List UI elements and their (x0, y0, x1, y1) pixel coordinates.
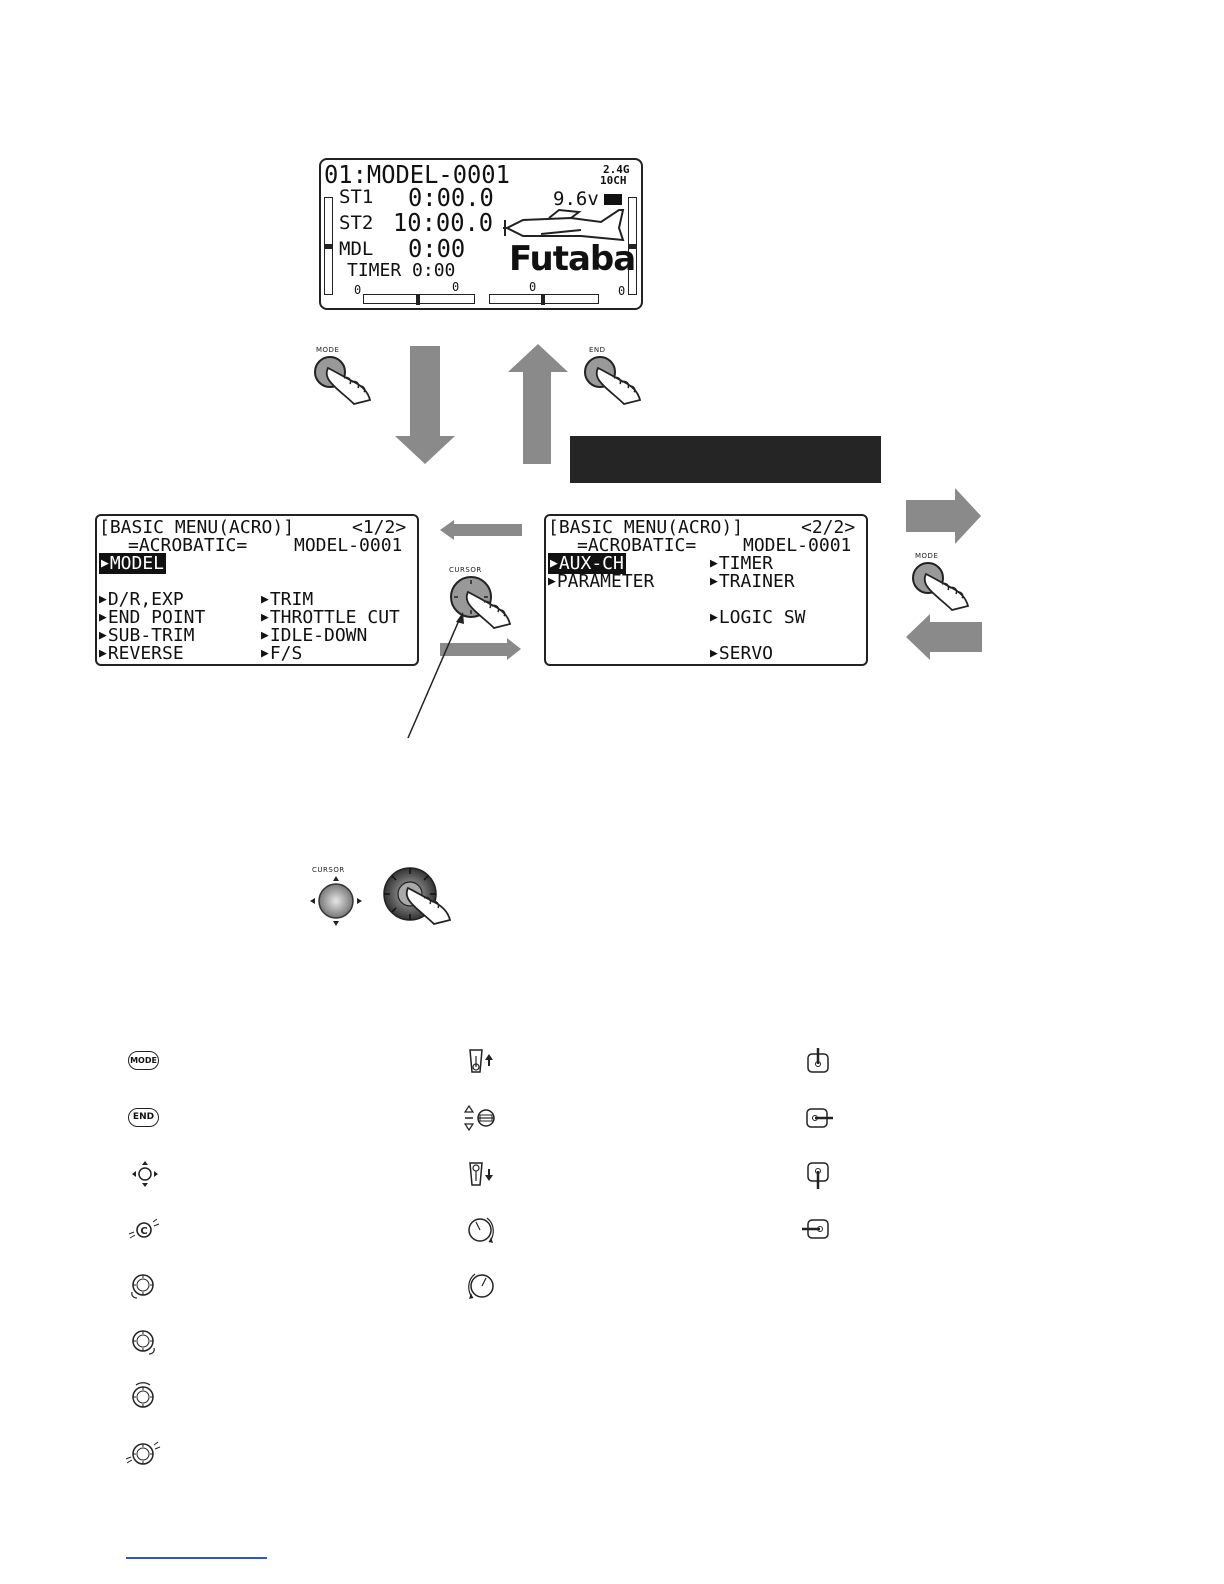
cursor-press-icon: C (128, 1218, 160, 1239)
page-left-arrow-head (440, 520, 454, 540)
knob-cw-icon (468, 1217, 494, 1243)
menu1-title: [BASIC MENU(ACRO)] (99, 517, 295, 538)
menu1-item-sub-trim[interactable]: SUB-TRIM (99, 627, 195, 645)
left-trim-bar (324, 197, 333, 295)
battery-icon (604, 194, 622, 205)
up-arrow-shaft (523, 372, 551, 464)
model-line: 01:MODEL-0001 (324, 160, 510, 189)
brand-logo: Futaba (509, 239, 636, 279)
menu1-model-name: MODEL-0001 (294, 535, 403, 556)
stick-right-icon (806, 1108, 833, 1128)
menu2-item-timer[interactable]: TIMER (710, 555, 773, 573)
trim-bar-right-marker (541, 294, 545, 305)
timer-line: TIMER 0:00 (347, 260, 456, 281)
pointer-line (407, 612, 464, 739)
trim-mark-2: 0 (452, 280, 460, 294)
menu1-selected-row[interactable]: MODEL (99, 553, 167, 574)
dial-top-icon (132, 1382, 154, 1408)
switch-down-icon (469, 1162, 493, 1186)
menu1-page: <1/2> (352, 517, 407, 538)
page-right-arrow-shaft (440, 643, 508, 656)
cursor-four-way-icon (132, 1161, 158, 1187)
menu2-title: [BASIC MENU(ACRO)] (548, 517, 744, 538)
menu2-model-name: MODEL-0001 (743, 535, 852, 556)
end-button-label: END (589, 346, 606, 354)
dial-press-icon (125, 1441, 161, 1465)
menu1-item-fs[interactable]: F/S (261, 645, 303, 663)
knob-ccw-icon (468, 1273, 494, 1299)
menu-page-2-screen: [BASIC MENU(ACRO)] <2/2> =ACROBATIC= MOD… (544, 514, 868, 666)
end-button-press-icon[interactable] (580, 352, 650, 406)
header-banner (570, 436, 881, 483)
mode-button-right-press-icon[interactable] (908, 558, 978, 612)
st2-label: ST2 (339, 212, 374, 234)
band-label: 2.4G (603, 163, 630, 176)
mode-button-press-icon[interactable] (310, 352, 380, 406)
mdl-label: MDL (339, 238, 374, 260)
home-screen: 01:MODEL-0001 2.4G 10CH ST1 0:00.0 ST2 1… (319, 158, 643, 310)
menu2-page: <2/2> (801, 517, 856, 538)
stick-up-icon (807, 1048, 829, 1073)
menu1-item-idle-down[interactable]: IDLE-DOWN (261, 627, 368, 645)
trim-mark-1: 0 (354, 283, 362, 297)
trim-mark-3: 0 (529, 280, 537, 294)
rotary-dial-press-icon[interactable] (380, 866, 456, 928)
voltage-value: 9.6v (553, 188, 599, 210)
right-trim-marker (629, 244, 636, 249)
stick-left-icon (802, 1219, 829, 1239)
next-arrow-shaft (906, 500, 956, 532)
end-button-icon: END (128, 1108, 159, 1127)
menu2-selected-label: AUX-CH (558, 553, 624, 574)
menu-page-1-screen: [BASIC MENU(ACRO)] <1/2> =ACROBATIC= MOD… (95, 514, 419, 666)
mode-button-right-label: MODE (915, 552, 939, 560)
next-arrow-head (955, 488, 981, 544)
airplane-icon (503, 208, 625, 242)
trim-bar-left-marker (416, 294, 420, 305)
channels-label: 10CH (600, 174, 627, 187)
stick-down-icon (807, 1162, 829, 1189)
left-trim-marker (325, 244, 332, 249)
menu2-model-type: =ACROBATIC= (577, 535, 697, 556)
right-trim-bar (628, 197, 637, 295)
menu1-selected-label: MODEL (109, 553, 165, 574)
menu2-item-logic-sw[interactable]: LOGIC SW (710, 609, 806, 627)
cursor-button-label: CURSOR (449, 566, 482, 574)
c-letter: C (140, 1226, 147, 1237)
dial-cw-icon (132, 1330, 155, 1355)
page-right-arrow-head (507, 638, 521, 660)
mode-button-icon: MODE (128, 1051, 159, 1070)
down-arrow-head (395, 436, 455, 464)
st1-label: ST1 (339, 186, 374, 208)
menu1-item-dr-exp[interactable]: D/R,EXP (99, 591, 184, 609)
cursor-updown-icon (463, 1104, 495, 1132)
menu2-item-servo[interactable]: SERVO (710, 645, 773, 663)
cursor-pad-label: CURSOR (312, 866, 345, 874)
st1-value: 0:00.0 (408, 183, 494, 212)
back-arrow-head (906, 614, 930, 660)
cursor-button-press-icon[interactable] (446, 572, 522, 630)
menu2-selected-row[interactable]: AUX-CH (548, 553, 626, 574)
mdl-value: 0:00 (408, 234, 466, 263)
menu2-item-parameter[interactable]: PARAMETER (548, 573, 655, 591)
trim-mark-4: 0 (618, 284, 626, 298)
page-left-arrow-shaft (454, 524, 522, 536)
menu1-item-reverse[interactable]: REVERSE (99, 645, 184, 663)
switch-up-icon (469, 1049, 493, 1073)
down-arrow-shaft (410, 346, 440, 436)
menu1-item-trim[interactable]: TRIM (261, 591, 313, 609)
menu1-model-type: =ACROBATIC= (128, 535, 248, 556)
st2-value: 10:00.0 (393, 208, 494, 237)
footer-link-underline[interactable] (126, 1557, 267, 1559)
up-arrow-head (508, 344, 568, 372)
back-arrow-shaft (930, 622, 982, 652)
dial-ccw-icon (131, 1274, 154, 1299)
mode-button-label: MODE (316, 346, 340, 354)
menu1-item-end-point[interactable]: END POINT (99, 609, 206, 627)
menu1-item-throttle-cut[interactable]: THROTTLE CUT (261, 609, 400, 627)
cursor-pad-icon[interactable] (306, 872, 366, 930)
menu2-item-trainer[interactable]: TRAINER (710, 573, 795, 591)
